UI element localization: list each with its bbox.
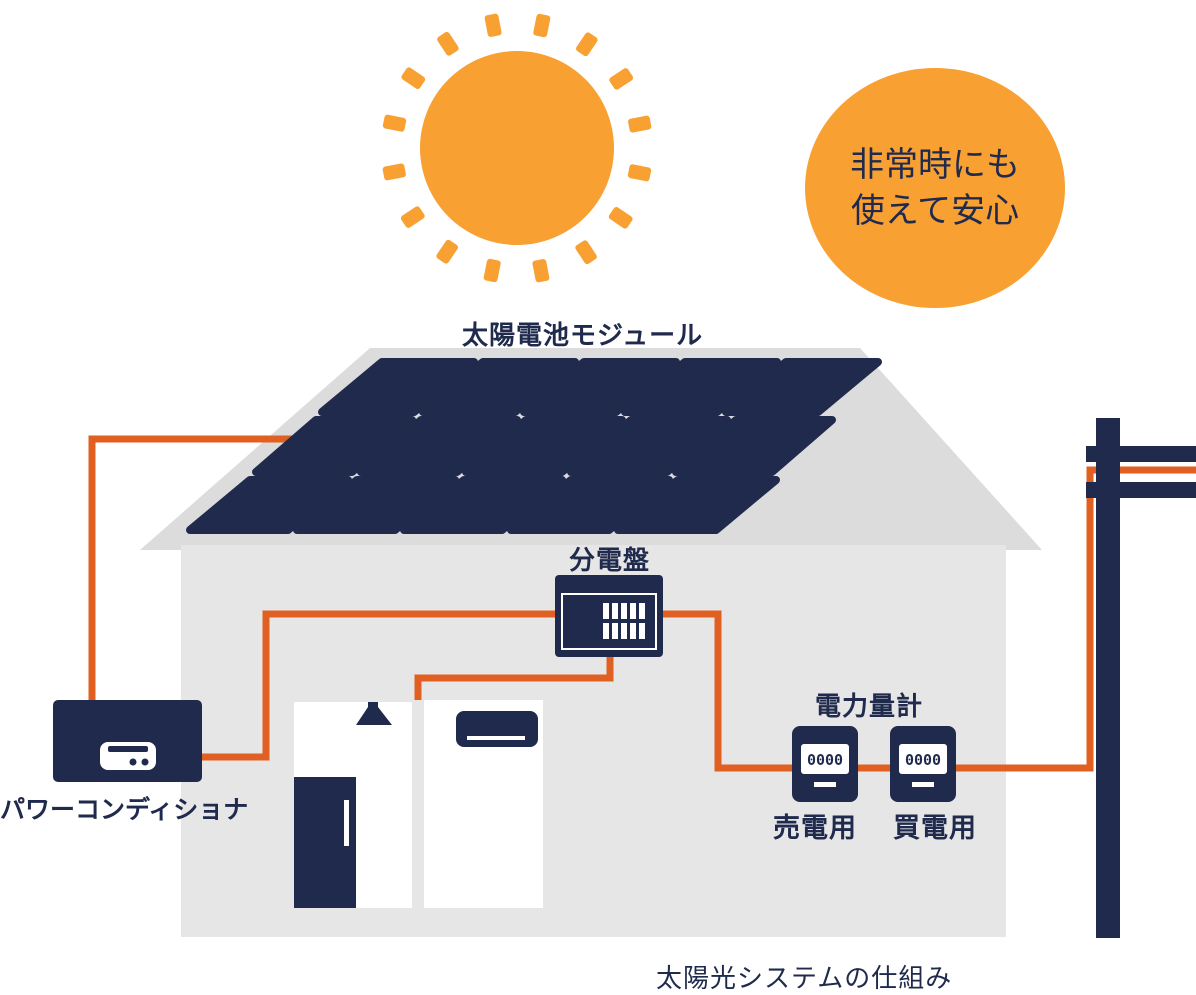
sun-ray (627, 164, 652, 182)
breaker-switch (639, 603, 645, 619)
sun-ray (400, 206, 425, 228)
solar-panel (462, 416, 626, 476)
sell-meter-reading: 0000 (807, 751, 843, 769)
solar-panel (567, 416, 731, 476)
solar-panel (614, 476, 780, 534)
breaker-switch (621, 603, 627, 619)
utility-pole (1086, 418, 1196, 938)
solar-panel (520, 358, 680, 416)
solar-module-label: 太陽電池モジュール (462, 321, 704, 351)
sell-electricity-meter: 0000 (792, 726, 858, 802)
breaker-switch (603, 623, 609, 639)
solar-panel (672, 416, 836, 476)
emergency-badge: 非常時にも 使えて安心 (805, 68, 1065, 308)
buy-meter-label: 買電用 (893, 813, 977, 844)
solar-panel (318, 358, 478, 416)
breaker-switch (639, 623, 645, 639)
solar-panel (400, 476, 566, 534)
solar-panel (252, 416, 416, 476)
sun-ray (401, 67, 426, 89)
sun-ray (608, 207, 633, 229)
solar-panel (722, 358, 882, 416)
air-conditioner (424, 700, 543, 908)
solar-panel (186, 476, 352, 534)
buy-meter-reading: 0000 (905, 751, 941, 769)
solar-panel (293, 476, 459, 534)
sun-ray (436, 239, 458, 264)
sun-ray (575, 240, 597, 265)
breaker-switch (612, 603, 618, 619)
wiring (88, 435, 1196, 772)
solar-panel (507, 476, 673, 534)
distribution-board-label: 分電盤 (569, 546, 651, 576)
sun-ray (382, 163, 406, 181)
solar-panel-array (186, 358, 882, 534)
sun-ray (484, 13, 502, 37)
solar-panel (357, 416, 521, 476)
sun-ray (609, 68, 634, 90)
buy-electricity-meter: 0000 (890, 726, 956, 802)
power-conditioner-unit (53, 700, 202, 782)
sun-ray (533, 13, 551, 38)
power-meter-label: 電力量計 (815, 692, 924, 722)
power-conditioner-label: パワーコンディショナ (0, 795, 249, 824)
sun-ray (628, 115, 652, 133)
sun-ray (576, 32, 598, 57)
refrigerator (294, 702, 412, 908)
sun-ray (483, 258, 501, 283)
diagram-caption: 太陽光システムの仕組み (656, 964, 953, 994)
breaker-switch (630, 623, 636, 639)
badge-line-2: 使えて安心 (850, 191, 1020, 231)
sell-meter-label: 売電用 (773, 813, 857, 844)
solar-panel (419, 358, 579, 416)
badge-line-1: 非常時にも (850, 145, 1020, 185)
breaker-switch (630, 603, 636, 619)
breaker-switch (603, 603, 609, 619)
solar-panel (621, 358, 781, 416)
sun-icon (382, 13, 652, 283)
sun-ray (532, 259, 550, 283)
sun-ray (437, 31, 459, 56)
breaker-switch (621, 623, 627, 639)
distribution-board (555, 575, 663, 657)
breaker-switch (612, 623, 618, 639)
sun-ray (382, 114, 407, 132)
